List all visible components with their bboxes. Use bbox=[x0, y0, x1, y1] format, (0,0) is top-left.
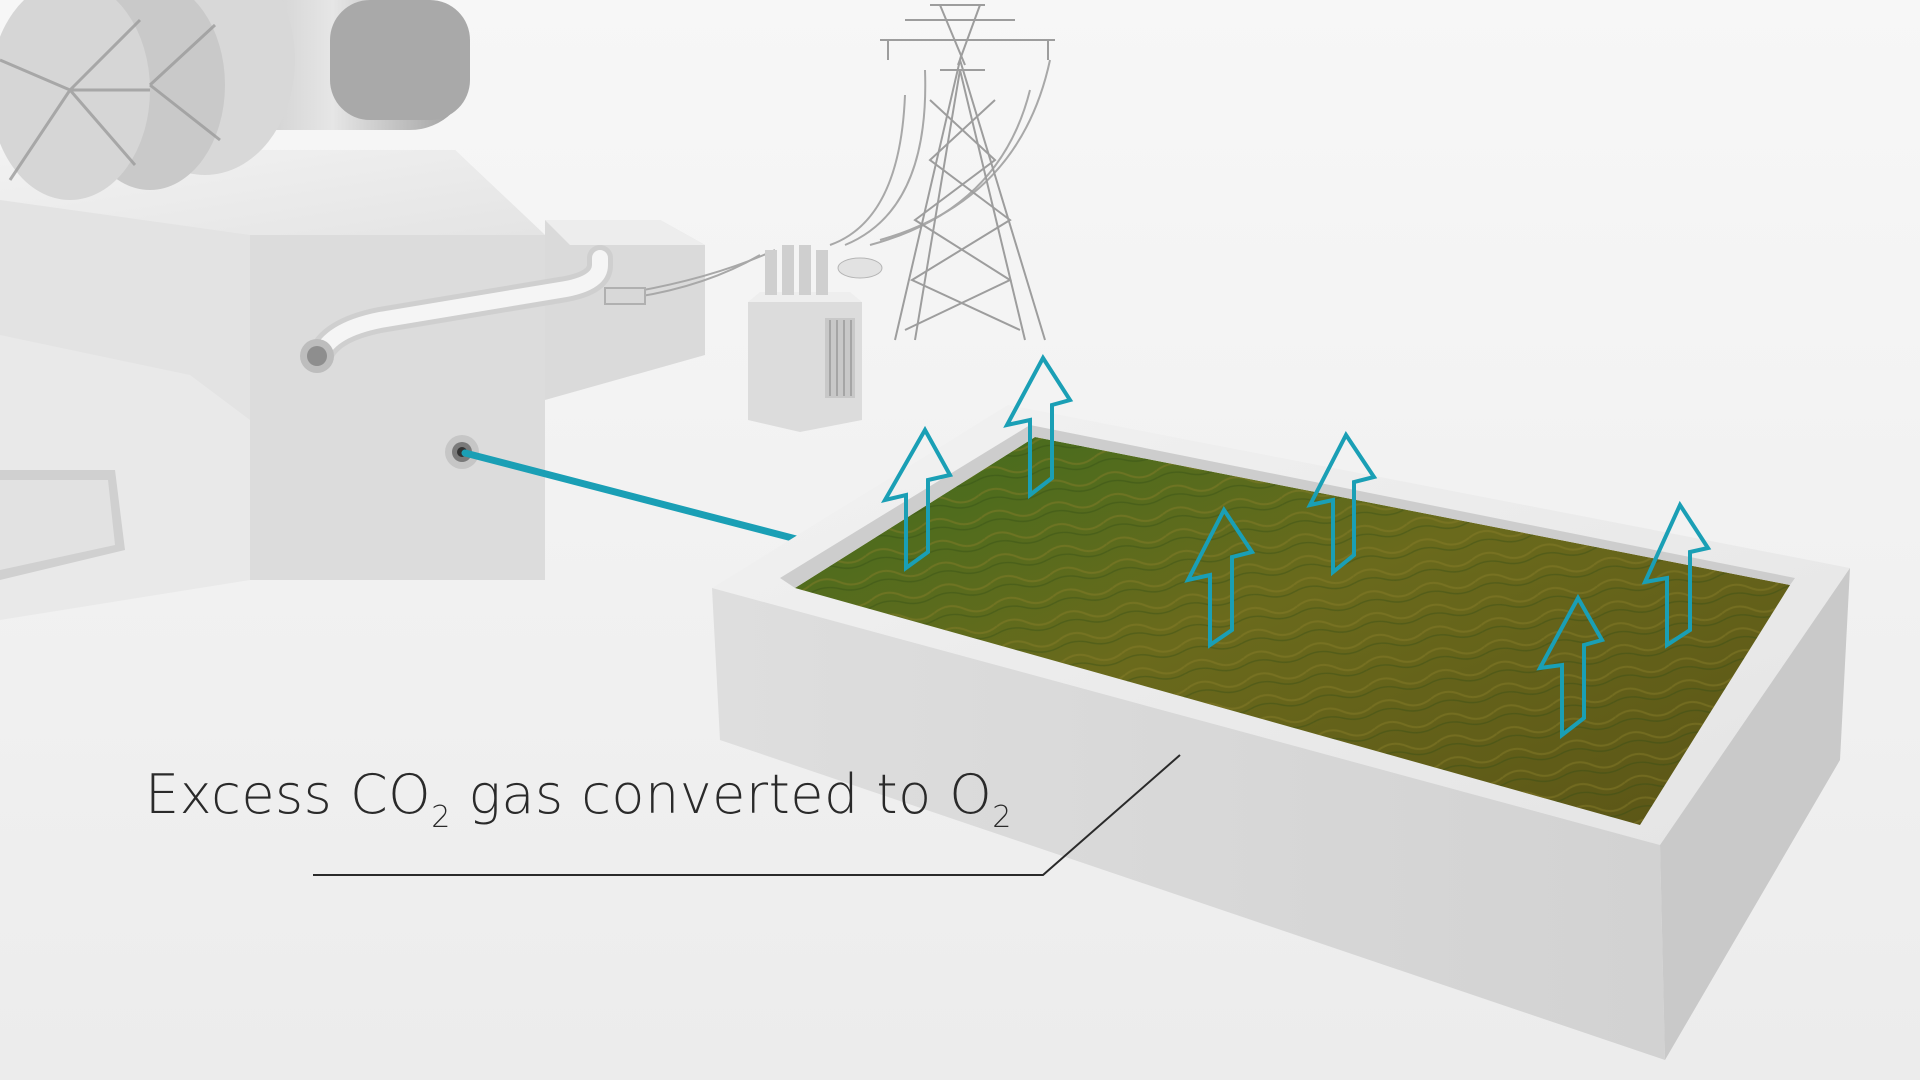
up-arrow-icon bbox=[1641, 500, 1712, 649]
caption: Excess CO2 gas converted to O2 bbox=[145, 768, 1012, 833]
co2-feed-line bbox=[461, 449, 804, 544]
exhaust-pipe bbox=[300, 245, 613, 373]
caption-part2: gas converted to O bbox=[450, 763, 993, 826]
caption-subscript-2: 2 bbox=[992, 800, 1012, 835]
transformer-icon bbox=[748, 245, 883, 432]
caption-part1: Excess CO bbox=[145, 763, 432, 826]
up-arrow-icon bbox=[880, 425, 954, 572]
up-arrow-icon bbox=[1536, 593, 1606, 740]
power-tower-icon bbox=[880, 4, 1055, 341]
up-arrow-icon bbox=[1306, 431, 1378, 577]
up-arrow-icon bbox=[1184, 506, 1256, 649]
cables bbox=[604, 59, 1051, 305]
caption-subscript-1: 2 bbox=[431, 800, 451, 835]
o2-arrows bbox=[880, 354, 1712, 740]
callout-leader-line bbox=[313, 754, 1181, 876]
algae-pond bbox=[712, 405, 1850, 1060]
up-arrow-icon bbox=[1003, 354, 1074, 500]
turbine-icon bbox=[0, 0, 470, 200]
